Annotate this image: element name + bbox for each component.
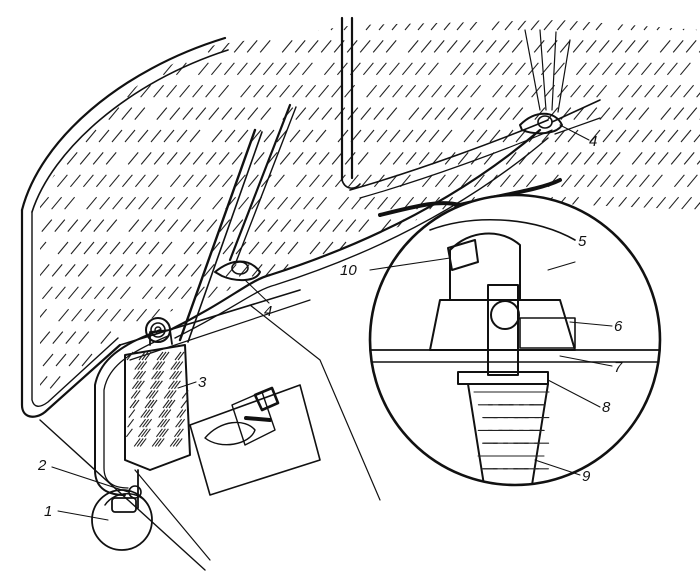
- dashboard-switch: [189, 384, 321, 496]
- callout-5: 5: [578, 233, 587, 250]
- washer-reservoir: [124, 329, 191, 471]
- leader-lines: [51, 124, 613, 521]
- callout-2: 2: [37, 457, 47, 474]
- callout-labels: 1 2 3 4 4 5 6 7 8 9 10: [37, 133, 623, 520]
- callout-7: 7: [614, 359, 623, 376]
- nozzle-right: [519, 29, 571, 135]
- callout-10: 10: [340, 262, 357, 279]
- callout-8: 8: [602, 399, 611, 416]
- callout-6: 6: [614, 318, 623, 335]
- callout-1: 1: [44, 503, 52, 520]
- nozzle-left: [214, 260, 261, 282]
- callout-3: 3: [198, 374, 207, 391]
- washer-tube-main: [168, 99, 601, 339]
- cowl-panel: [39, 289, 381, 571]
- mirror-stalk: [340, 16, 361, 189]
- nozzle-detail-inset: [368, 193, 662, 487]
- callout-4-right: 4: [589, 133, 597, 150]
- callout-9: 9: [582, 468, 591, 485]
- wiper-arms: [178, 103, 297, 343]
- windshield-frame: [20, 36, 229, 418]
- callout-4-left: 4: [264, 303, 272, 320]
